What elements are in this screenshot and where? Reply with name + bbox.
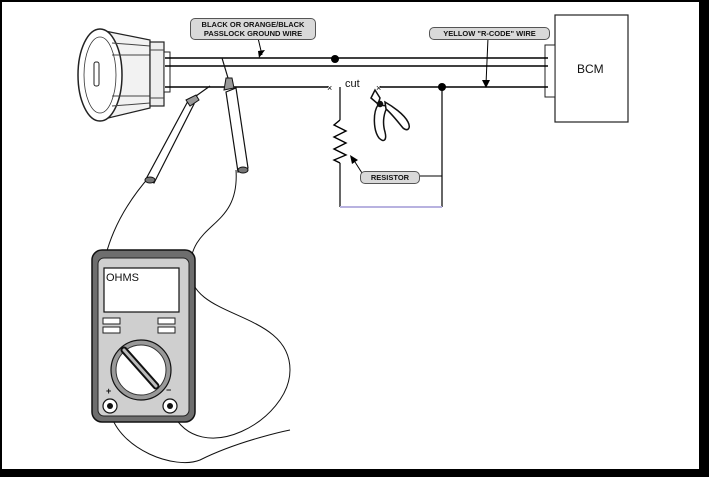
wire-cutter-icon	[370, 88, 410, 142]
cut-label: cut	[345, 78, 360, 90]
bcm-module	[544, 14, 629, 123]
cut-mark: ×	[376, 83, 381, 93]
meter-display-text: OHMS	[106, 272, 139, 284]
probe-red-icon	[221, 57, 249, 174]
passlock-connector-icon	[77, 28, 171, 122]
ground-wire-label-line2: PASSLOCK GROUND WIRE	[203, 29, 303, 38]
ground-wire-label-line1: BLACK OR ORANGE/BLACK	[201, 20, 305, 29]
ground-wire-callout: BLACK OR ORANGE/BLACK PASSLOCK GROUND WI…	[190, 18, 316, 40]
r-code-wire-label: YELLOW "R-CODE" WIRE	[443, 29, 536, 38]
minus-terminal-label: −	[166, 385, 172, 395]
probe-black-icon	[144, 85, 211, 184]
junction-dot	[438, 83, 446, 91]
bcm-label: BCM	[577, 62, 604, 76]
resistor-callout: RESISTOR	[360, 171, 420, 184]
cut-mark: ×	[327, 83, 332, 93]
plus-terminal-label: +	[106, 386, 112, 396]
resistor-icon	[332, 119, 348, 164]
wire-bundle	[165, 57, 548, 207]
r-code-wire-callout: YELLOW "R-CODE" WIRE	[429, 27, 550, 40]
resistor-label: RESISTOR	[370, 173, 410, 182]
junction-dot	[331, 55, 339, 63]
multimeter-icon	[91, 249, 196, 423]
